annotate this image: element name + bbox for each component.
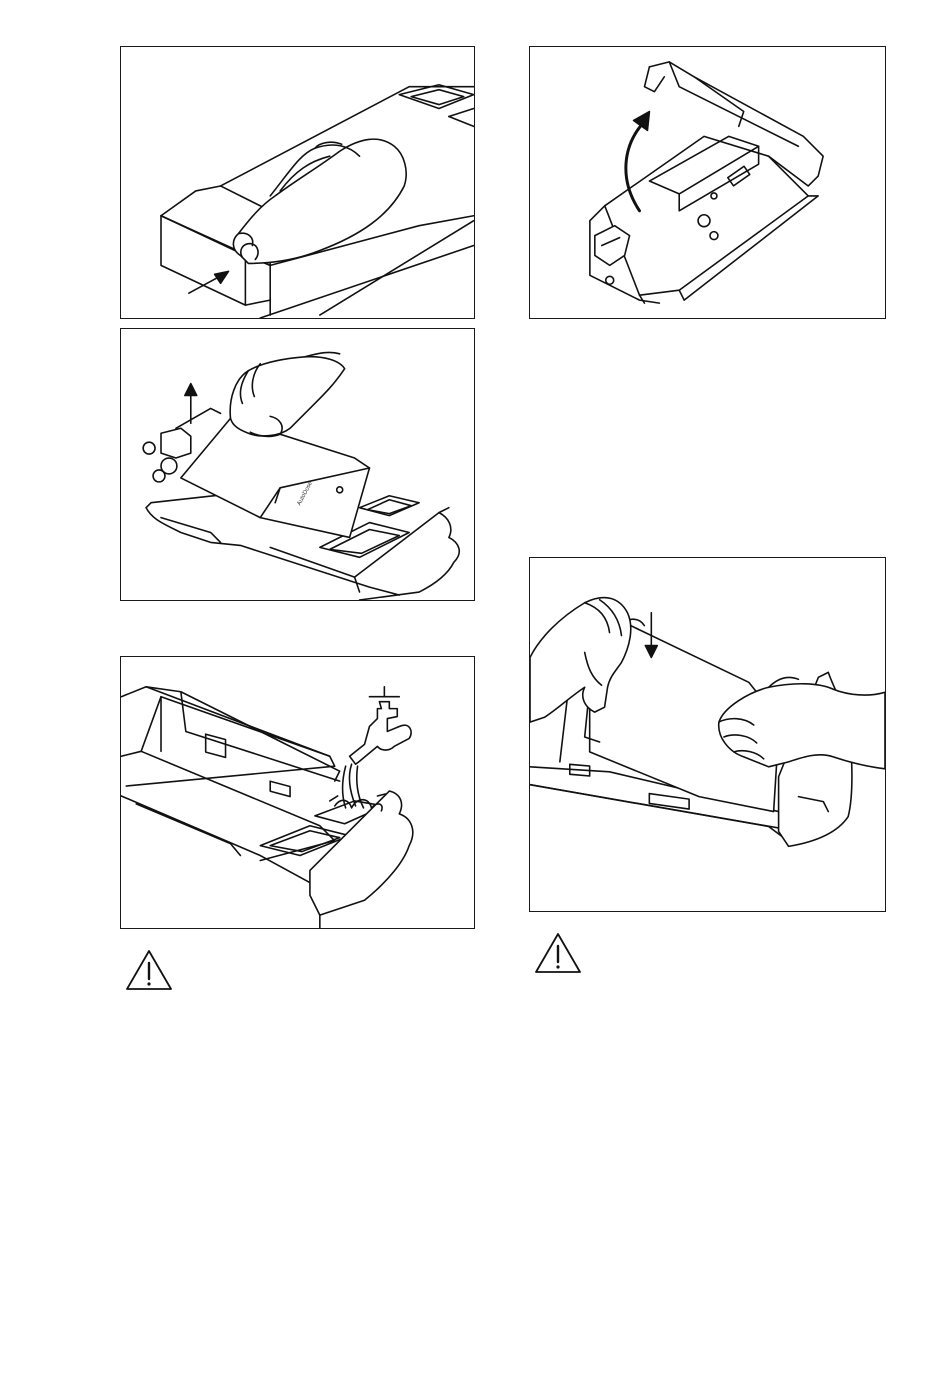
figure-tap-rinsing bbox=[120, 656, 475, 929]
warning-triangle-icon bbox=[124, 948, 174, 992]
tap-rinsing-dispenser-illustration bbox=[121, 657, 474, 928]
figure-refitting-cover bbox=[529, 557, 886, 912]
hand-pressing-release-lever-illustration bbox=[121, 47, 474, 318]
hinged-lid-opening-illustration bbox=[530, 47, 885, 318]
figure-hand-pressing-release bbox=[120, 46, 475, 319]
figure-hand-lifting-cover: AutoDose bbox=[120, 328, 475, 601]
figure-lid-opening bbox=[529, 46, 886, 319]
warning-triangle-icon bbox=[533, 931, 583, 975]
hand-lifting-dispenser-cover-illustration: AutoDose bbox=[121, 329, 474, 600]
hands-refitting-cover-illustration bbox=[530, 558, 885, 911]
